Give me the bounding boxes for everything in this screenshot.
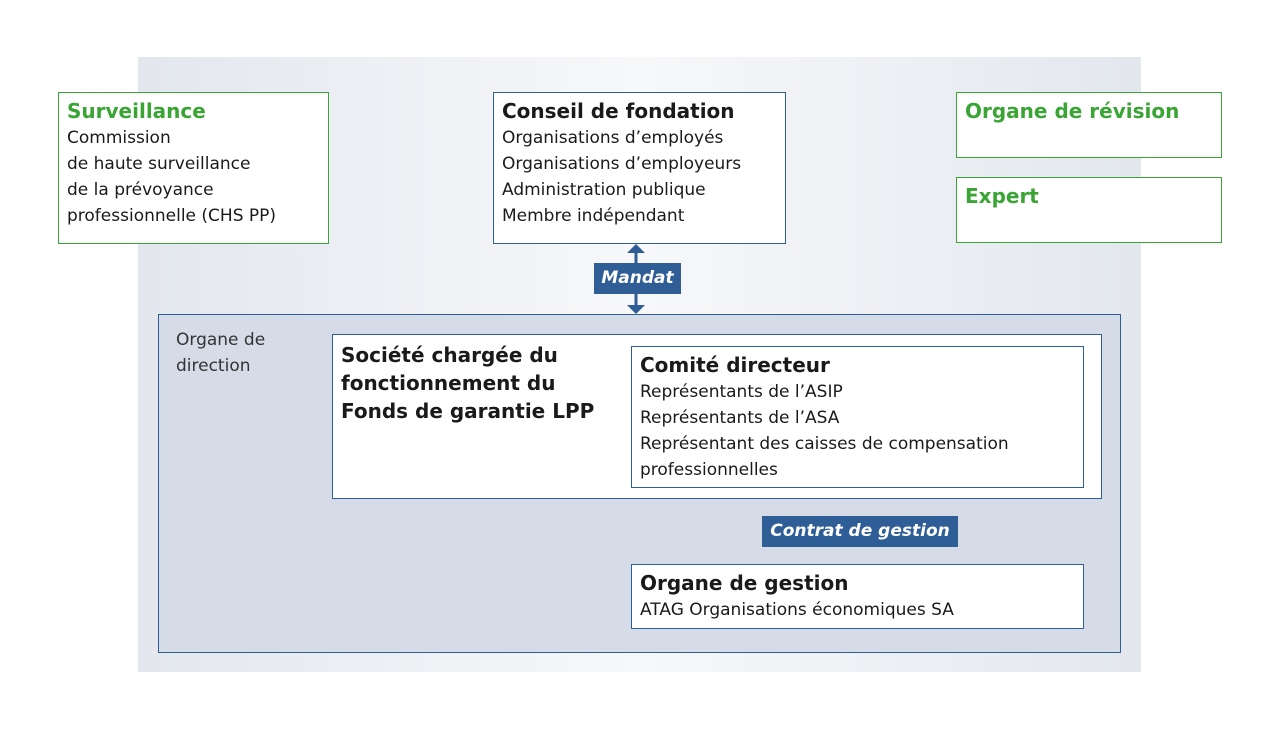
surveillance-box: Surveillance Commission de haute surveil…	[58, 92, 329, 244]
mandat-arrow-up	[627, 244, 645, 253]
gestion-title: Organe de gestion	[640, 571, 849, 595]
direction-label: Organe de direction	[176, 327, 265, 379]
conseil-member: Organisations d’employés	[502, 128, 724, 148]
organe-de-gestion-box: Organe de gestion ATAG Organisations éco…	[631, 564, 1084, 629]
mandat-arrow-down	[627, 305, 645, 314]
direction-label-line: direction	[176, 356, 251, 376]
societe-title-line: Fonds de garantie LPP	[341, 399, 595, 423]
surveillance-line: de la prévoyance	[67, 180, 214, 200]
organe-de-revision-box: Organe de révision	[956, 92, 1222, 158]
societe-title-line: Société chargée du	[341, 343, 558, 367]
societe-title-line: fonctionnement du	[341, 371, 556, 395]
comite-member: Représentants de l’ASA	[640, 408, 840, 428]
mandat-label: Mandat	[594, 263, 681, 294]
comite-directeur-box: Comité directeur Représentants de l’ASIP…	[631, 346, 1084, 488]
comite-member: professionnelles	[640, 460, 778, 480]
conseil-member: Organisations d’employeurs	[502, 154, 742, 174]
conseil-member: Administration publique	[502, 180, 706, 200]
comite-title: Comité directeur	[640, 353, 830, 377]
gestion-line: ATAG Organisations économiques SA	[640, 600, 954, 620]
conseil-title: Conseil de fondation	[502, 99, 735, 123]
expert-box: Expert	[956, 177, 1222, 243]
comite-member: Représentants de l’ASIP	[640, 382, 843, 402]
surveillance-line: professionnelle (CHS PP)	[67, 206, 277, 226]
surveillance-title: Surveillance	[67, 99, 206, 123]
surveillance-line: Commission	[67, 128, 171, 148]
conseil-member: Membre indépendant	[502, 206, 685, 226]
surveillance-line: de haute surveillance	[67, 154, 251, 174]
comite-member: Représentant des caisses de compensation	[640, 434, 1009, 454]
revision-title: Organe de révision	[965, 99, 1180, 123]
contrat-de-gestion-label: Contrat de gestion	[762, 516, 958, 547]
expert-title: Expert	[965, 184, 1039, 208]
conseil-de-fondation-box: Conseil de fondation Organisations d’emp…	[493, 92, 786, 244]
direction-label-line: Organe de	[176, 330, 266, 350]
